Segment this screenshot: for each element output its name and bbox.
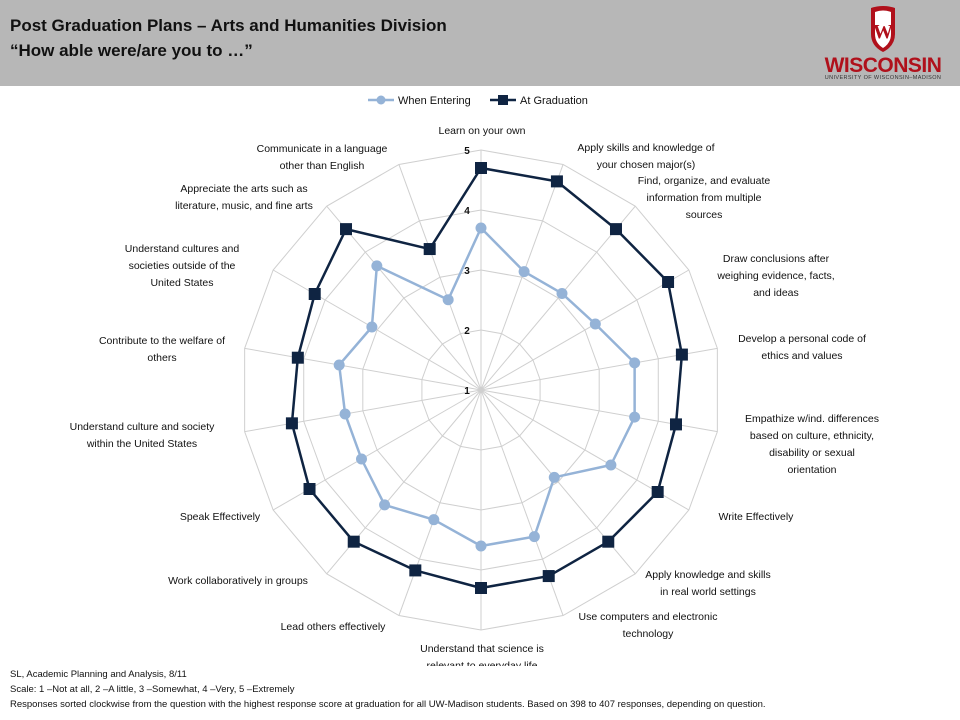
- series-when-entering: [333, 222, 641, 552]
- point-entering-11: [379, 499, 391, 511]
- point-graduation-13: [285, 417, 298, 430]
- uw-madison-logo: W WISCONSIN UNIVERSITY OF WISCONSIN–MADI…: [808, 4, 958, 82]
- spoke-16: [326, 205, 482, 391]
- point-graduation-6: [651, 486, 664, 498]
- crest-letter: W: [873, 21, 893, 43]
- spoke-10: [398, 389, 482, 616]
- point-entering-17: [442, 294, 454, 306]
- point-entering-9: [475, 540, 487, 552]
- point-graduation-3: [662, 276, 675, 288]
- tick-label-1: 1: [464, 386, 470, 397]
- point-graduation-8: [542, 570, 555, 583]
- radar-grid: [244, 149, 718, 631]
- legend-label: When Entering: [398, 95, 471, 107]
- point-graduation-14: [291, 351, 304, 364]
- legend-label: At Graduation: [520, 95, 588, 107]
- point-entering-10: [428, 514, 440, 526]
- axis-label-6: Write Effectively: [719, 511, 795, 523]
- axis-label-10: Lead others effectively: [281, 621, 387, 633]
- series-layer: [285, 162, 688, 594]
- tick-label-4: 4: [464, 206, 470, 217]
- logo-subtext: UNIVERSITY OF WISCONSIN–MADISON: [824, 75, 942, 81]
- logo-wordmark: WISCONSIN: [824, 54, 942, 77]
- point-graduation-11: [347, 535, 360, 548]
- spoke-1: [480, 164, 564, 391]
- footer-source: SL, Academic Planning and Analysis, 8/11: [10, 669, 187, 680]
- page-subtitle: “How able were/are you to …”: [10, 41, 253, 60]
- point-graduation-16: [340, 223, 353, 236]
- legend-item-at-graduation: At Graduation: [490, 95, 588, 107]
- point-entering-13: [339, 408, 351, 420]
- point-entering-2: [556, 287, 568, 299]
- point-entering-5: [629, 411, 641, 423]
- footer-scale: Scale: 1 –Not at all, 2 –A little, 3 –So…: [10, 684, 295, 695]
- radar-chart: When Entering At Graduation 1 2 3 4 5 Learn o…: [70, 95, 879, 666]
- point-entering-16: [371, 260, 383, 272]
- point-graduation-12: [303, 483, 316, 495]
- spoke-3: [480, 269, 690, 391]
- point-graduation-7: [602, 535, 615, 548]
- header-bar: Post Graduation Plans – Arts and Humanit…: [0, 0, 960, 86]
- point-graduation-15: [308, 288, 321, 300]
- point-graduation-17: [423, 243, 436, 256]
- point-entering-8: [528, 531, 540, 543]
- axis-label-11: Work collaboratively in groups: [168, 575, 308, 587]
- point-graduation-1: [550, 175, 563, 188]
- series-at-graduation: [285, 162, 688, 594]
- point-entering-4: [629, 357, 641, 369]
- point-entering-3: [589, 318, 601, 330]
- radial-tick-labels: 1 2 3 4 5: [464, 146, 470, 397]
- tick-label-2: 2: [464, 326, 470, 337]
- point-entering-12: [355, 453, 367, 465]
- point-entering-7: [548, 471, 560, 483]
- spoke-13: [244, 389, 482, 433]
- tick-label-3: 3: [464, 266, 470, 277]
- tick-label-5: 5: [464, 146, 470, 157]
- point-entering-6: [605, 459, 617, 471]
- footer-note: Responses sorted clockwise from the ques…: [10, 699, 766, 710]
- point-graduation-2: [609, 223, 622, 236]
- point-graduation-10: [409, 564, 422, 577]
- page-title: Post Graduation Plans – Arts and Humanit…: [10, 16, 447, 35]
- spoke-14: [244, 347, 482, 391]
- point-entering-15: [366, 321, 378, 333]
- point-entering-1: [518, 266, 530, 278]
- legend-item-when-entering: When Entering: [368, 95, 471, 107]
- spoke-15: [272, 269, 482, 391]
- spoke-2: [480, 205, 636, 391]
- crest-icon: W: [871, 6, 895, 52]
- footer-notes: SL, Academic Planning and Analysis, 8/11…: [10, 667, 766, 712]
- spoke-17: [398, 164, 482, 391]
- axis-label-12: Speak Effectively: [180, 511, 261, 523]
- point-graduation-4: [675, 348, 688, 361]
- point-graduation-9: [475, 582, 487, 594]
- axis-label-0: Learn on your own: [439, 125, 526, 137]
- point-entering-0: [475, 222, 487, 234]
- point-graduation-0: [475, 162, 487, 174]
- point-graduation-5: [669, 418, 682, 431]
- chart-legend: When Entering At Graduation: [368, 95, 588, 107]
- point-entering-14: [333, 359, 345, 371]
